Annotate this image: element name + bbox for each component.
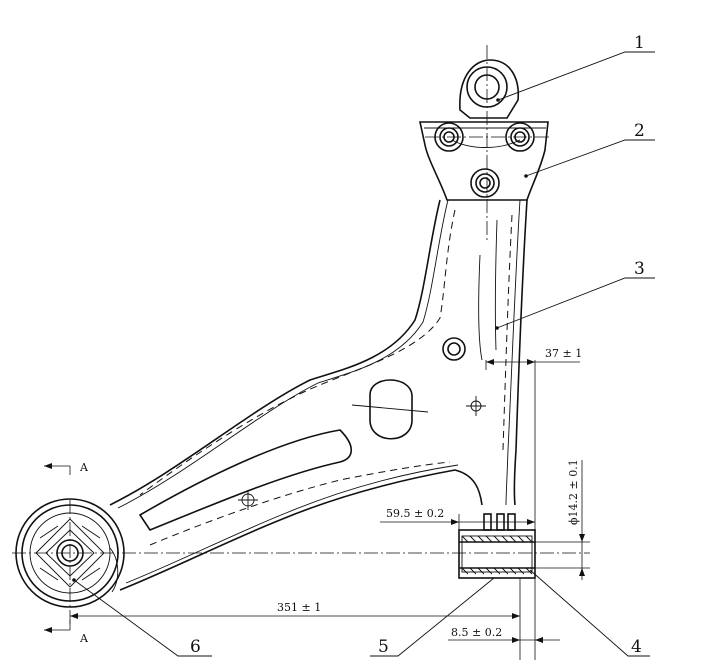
callout-6: 6 — [190, 637, 201, 657]
callout-3: 3 — [634, 259, 645, 279]
dimension-351 — [69, 578, 521, 660]
section-label-bottom: A — [79, 632, 89, 645]
dim-label-59-5: 59.5 ± 0.2 — [386, 507, 444, 520]
arm-body — [109, 199, 528, 591]
bolt-top-left — [434, 122, 464, 152]
front-bushing-housing — [15, 498, 125, 608]
dimension-59-5 — [380, 514, 535, 530]
callout-1: 1 — [634, 33, 645, 53]
dimension-37 — [485, 359, 580, 660]
dimension-diameter — [535, 460, 590, 580]
bolt-center — [470, 168, 500, 198]
callout-4: 4 — [631, 637, 642, 657]
hole-center — [466, 396, 486, 416]
section-arrow-top — [44, 463, 71, 475]
callout-5: 5 — [378, 637, 389, 657]
oval-boss — [351, 379, 429, 440]
callout-2: 2 — [634, 121, 645, 141]
rear-bushing — [458, 513, 536, 579]
dimension-8-5 — [448, 637, 560, 643]
callout-leaders — [72, 51, 655, 657]
dim-label-diameter: ϕ14.2 ± 0.1 — [567, 459, 580, 525]
hole-upper — [442, 337, 466, 361]
bolt-top-right — [505, 122, 535, 152]
section-label-top: A — [79, 461, 89, 474]
ball-joint-housing — [459, 59, 519, 119]
section-arrow-bottom — [44, 620, 71, 633]
dim-label-37: 37 ± 1 — [545, 347, 582, 360]
dim-label-351: 351 ± 1 — [277, 601, 321, 614]
hole-lower — [238, 490, 258, 510]
dim-label-8-5: 8.5 ± 0.2 — [451, 626, 502, 639]
